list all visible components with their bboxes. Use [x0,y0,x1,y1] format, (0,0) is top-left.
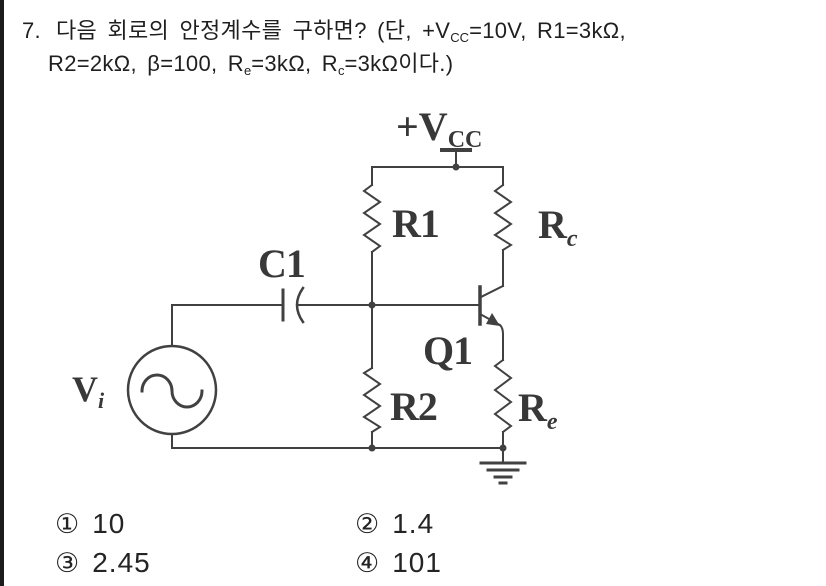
option-4-value: 101 [392,547,442,578]
q1-label: Q1 [423,328,472,373]
resistor-r2-symbol [362,366,382,434]
page-border-line [0,0,4,586]
question-text-segment: 다음 회로의 안정계수를 구하면? (단, +V [55,18,451,43]
r1-label: R1 [392,201,439,246]
re-label: Re [518,385,558,435]
option-1-number: ① [55,508,80,540]
option-2-number: ② [355,508,380,540]
ac-source-sine-wave [140,373,204,409]
option-3: ③ 2.45 [55,549,151,577]
vi-label: Vi [72,369,105,413]
option-4-number: ④ [355,547,380,579]
r2-label: R2 [390,384,437,429]
question-text-line-2: R2=2kΩ, β=100, Re=3kΩ, Rc=3kΩ이다.) [48,46,453,78]
option-1: ① 10 [55,510,125,538]
question-text-line-1: 7. 다음 회로의 안정계수를 구하면? (단, +VCC=10V, R1=3kΩ… [22,13,626,45]
option-2: ② 1.4 [355,510,434,538]
question-text-segment: =3kΩ이다.) [344,51,454,76]
resistor-r1-symbol [362,183,382,254]
c1-label: C1 [258,241,305,286]
rc-subscript: c [337,63,345,78]
vcc-subscript: CC [450,30,470,45]
question-number: 7. [22,18,41,43]
question-text-segment: R2=2kΩ, β=100, R [48,51,244,76]
vcc-label: +VCC [396,104,482,153]
option-2-value: 1.4 [392,508,435,539]
resistor-re-symbol [493,358,513,434]
resistor-rc-symbol [493,183,513,252]
rc-label: Rc [538,202,578,252]
option-3-value: 2.45 [92,547,151,578]
junction-dot [368,301,376,309]
question-text-segment: =10V, R1=3kΩ, [469,18,626,43]
option-3-number: ③ [55,547,80,579]
ground-symbol [479,461,527,485]
question-text-segment: =3kΩ, R [251,51,338,76]
junction-dot [499,444,507,452]
re-subscript: e [244,63,252,78]
transistor-emitter-arrow [486,313,500,326]
option-1-value: 10 [92,508,126,539]
junction-dot [452,163,460,171]
junction-dot [368,444,376,452]
transistor-emitter-lead [478,312,504,361]
transistor-collector-lead [479,284,505,299]
option-4: ④ 101 [355,549,442,577]
